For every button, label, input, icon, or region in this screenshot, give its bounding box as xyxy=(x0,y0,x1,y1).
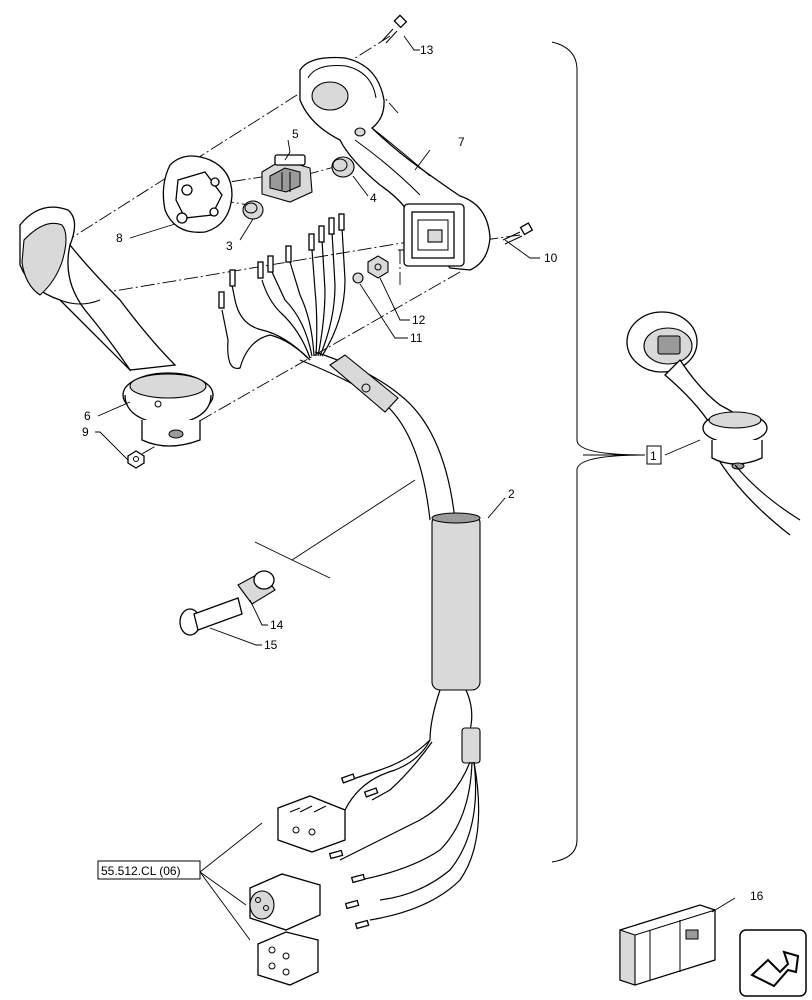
arrow-return-icon[interactable] xyxy=(739,929,807,997)
label-1: 1 xyxy=(650,449,657,463)
grommet-14 xyxy=(237,570,276,605)
label-9: 9 xyxy=(82,425,89,439)
switch-plate-8 xyxy=(162,155,233,233)
label-11: 11 xyxy=(410,331,423,345)
label-3: 3 xyxy=(226,239,233,253)
assembly-inset-1 xyxy=(626,311,801,536)
button-3 xyxy=(242,200,264,220)
label-16: 16 xyxy=(750,889,764,903)
label-7: 7 xyxy=(458,135,465,149)
nut-12 xyxy=(367,255,389,279)
plug-15 xyxy=(179,597,243,636)
rocker-switch-5 xyxy=(261,154,313,203)
label-5: 5 xyxy=(292,127,299,141)
connector-b xyxy=(249,873,321,931)
label-6: 6 xyxy=(84,409,91,423)
wire-bundle-upper xyxy=(218,213,346,370)
label-15: 15 xyxy=(264,638,278,652)
label-2: 2 xyxy=(508,487,515,501)
callout-labels: 13 5 7 4 8 3 10 12 11 6 9 2 14 15 16 1 5… xyxy=(82,43,764,903)
handle-6 xyxy=(19,206,214,447)
button-4 xyxy=(331,156,355,178)
connector-a xyxy=(277,795,346,853)
crate-icon xyxy=(619,904,716,986)
connector-c xyxy=(257,931,319,986)
cable-harness-2 xyxy=(299,351,481,764)
section-marker xyxy=(254,479,416,579)
leader-lines xyxy=(95,35,736,941)
label-14: 14 xyxy=(270,618,284,632)
reference-label: 55.512.CL (06) xyxy=(101,864,181,878)
wire-bundle-lower xyxy=(328,739,480,930)
label-13: 13 xyxy=(420,43,434,57)
assembly-bracket xyxy=(551,41,646,863)
reference-box xyxy=(97,860,201,880)
label-10: 10 xyxy=(544,251,558,265)
label-12: 12 xyxy=(412,313,426,327)
label-4: 4 xyxy=(370,191,377,205)
handle-shell-7 xyxy=(299,56,491,271)
washer-11 xyxy=(352,272,364,284)
label-8: 8 xyxy=(116,231,123,245)
screw-10 xyxy=(502,222,534,245)
nut-9 xyxy=(127,450,145,469)
assembly-callout-box xyxy=(646,445,662,465)
screw-13 xyxy=(381,14,408,44)
